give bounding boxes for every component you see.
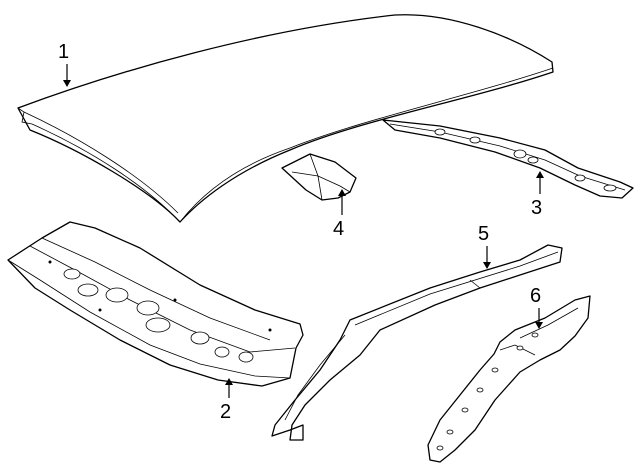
- callout-4-number: 4: [333, 218, 344, 240]
- callout-5: 5: [478, 223, 491, 269]
- callout-5-number: 5: [478, 223, 489, 245]
- callout-3: 3: [531, 171, 544, 219]
- callout-2: 2: [220, 378, 233, 423]
- rear-header-panel: [7, 221, 304, 387]
- roof-side-rail-right: [382, 119, 634, 199]
- callout-2-number: 2: [220, 401, 231, 423]
- a-pillar-rail: [271, 244, 563, 441]
- rear-pillar: [427, 295, 591, 463]
- callout-1: 1: [58, 41, 71, 87]
- callout-6: 6: [530, 285, 543, 329]
- callout-3-number: 3: [531, 197, 542, 219]
- callout-6-number: 6: [530, 285, 541, 307]
- callout-4: 4: [333, 189, 346, 240]
- roof-panel: [17, 14, 554, 223]
- roof-reinforcement-bracket: [281, 153, 357, 201]
- callout-1-number: 1: [58, 41, 69, 63]
